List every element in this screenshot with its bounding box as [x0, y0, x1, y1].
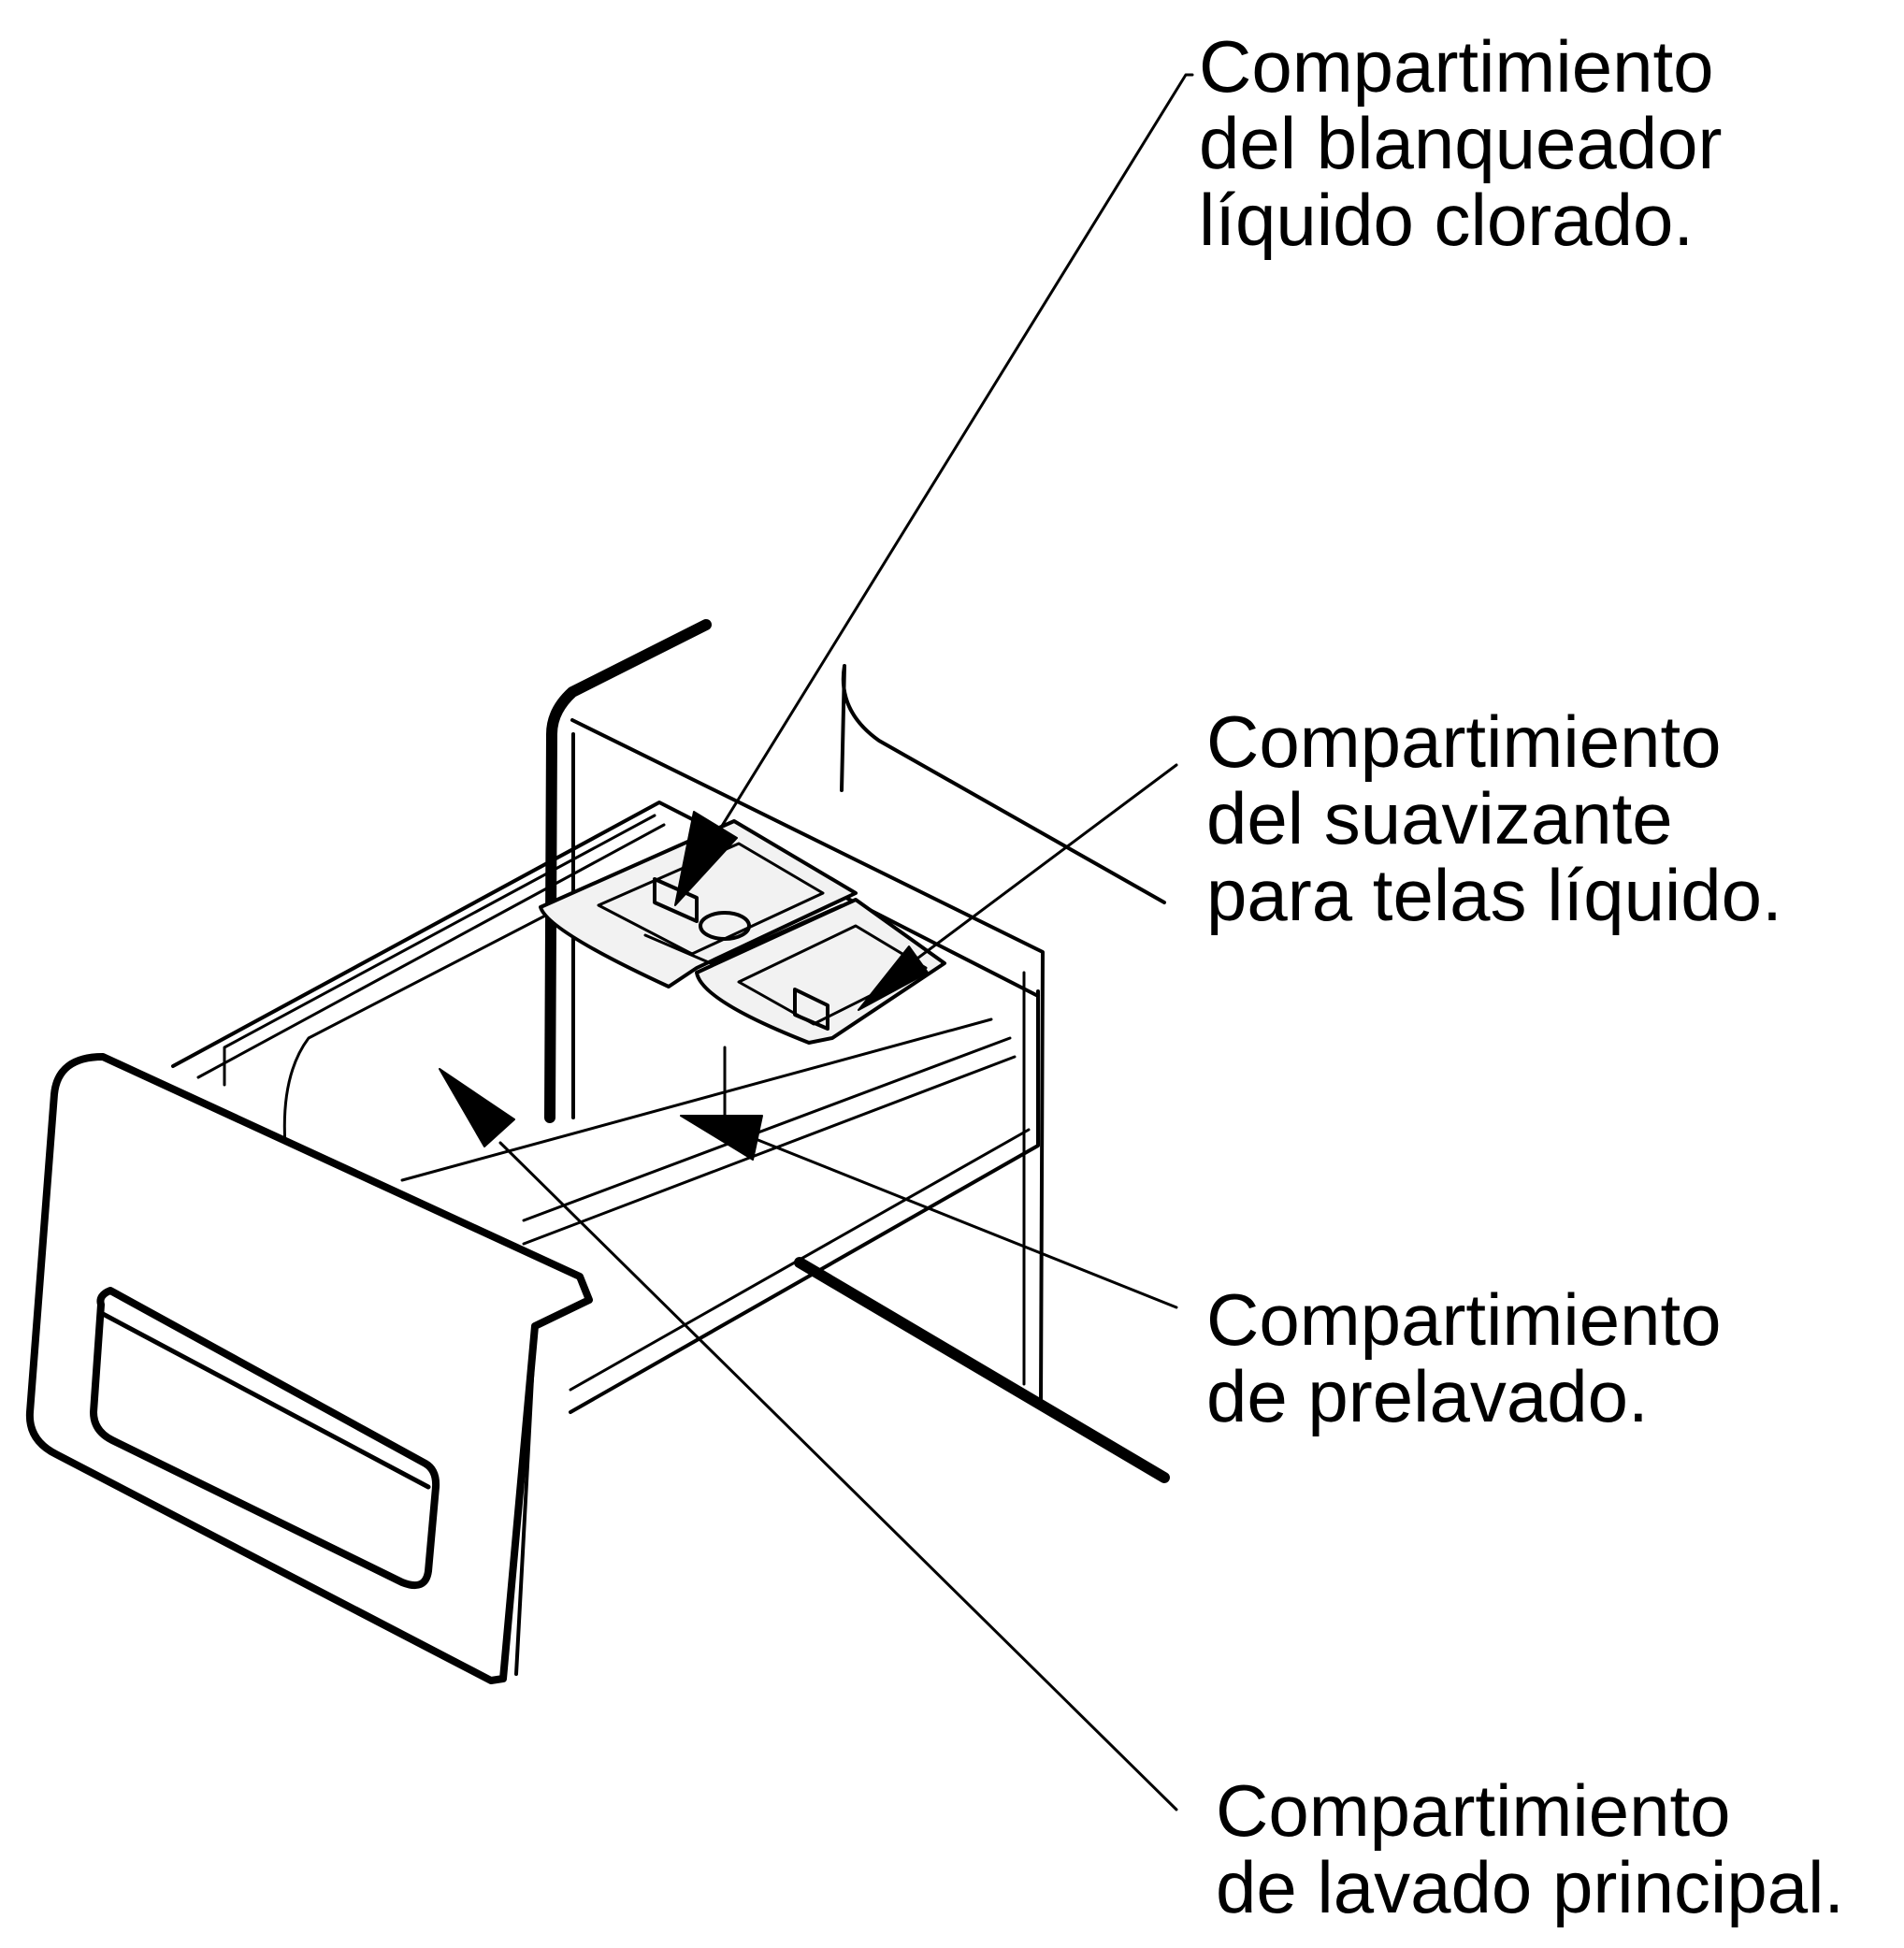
bleach-compartment-label: Compartimiento del blanqueador líquido c…	[1199, 28, 1722, 258]
prewash-label-line-2: de prelavado.	[1206, 1355, 1649, 1437]
leader-lines	[439, 73, 1194, 1811]
softener-label-line-1: Compartimiento	[1206, 700, 1722, 783]
bleach-label-line-1: Compartimiento	[1199, 25, 1714, 108]
softener-label-line-2: del suavizante	[1206, 777, 1673, 859]
softener-leader	[858, 763, 1178, 1011]
dispenser-housing	[544, 619, 1170, 1483]
mainwash-label-line-1: Compartimiento	[1216, 1769, 1731, 1852]
bleach-label-line-2: del blanqueador	[1199, 102, 1723, 184]
prewash-compartment-label: Compartimiento de prelavado.	[1206, 1281, 1722, 1435]
mainwash-label-line-2: de lavado principal.	[1216, 1846, 1845, 1928]
bleach-leader	[674, 73, 1194, 906]
drawer-front-handle	[25, 1053, 593, 1684]
softener-siphon-cap	[550, 898, 946, 1133]
bleach-label-line-3: líquido clorado.	[1199, 179, 1695, 261]
prewash-leader	[680, 1115, 1178, 1309]
mainwash-leader	[439, 1068, 1178, 1811]
prewash-label-line-1: Compartimiento	[1206, 1278, 1722, 1361]
drawer-body	[171, 801, 1040, 1414]
softener-compartment-label: Compartimiento del suavizante para telas…	[1206, 703, 1782, 933]
mainwash-compartment-label: Compartimiento de lavado principal.	[1216, 1772, 1844, 1926]
softener-label-line-3: para telas líquido.	[1206, 854, 1782, 936]
